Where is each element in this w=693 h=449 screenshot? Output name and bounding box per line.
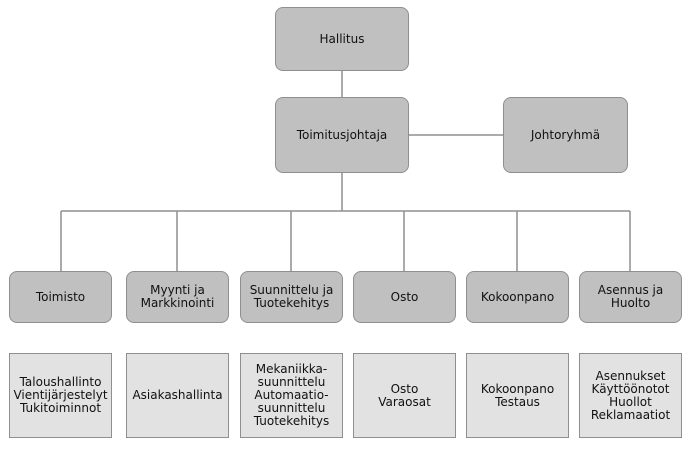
management-group-label: Johtoryhmä	[530, 127, 601, 142]
responsibilities-box-myynti: Asiakashallinta	[126, 353, 229, 438]
department-label: Asennus ja Huolto	[597, 283, 664, 310]
responsibilities-text: Taloushallinto Vientijärjestelyt Tukitoi…	[13, 375, 108, 415]
department-box-toimisto: Toimisto	[9, 271, 112, 323]
responsibilities-box-kokoonpano: Kokoonpano Testaus	[466, 353, 569, 438]
department-box-myynti: Myynti ja Markkinointi	[126, 271, 229, 323]
responsibilities-box-asennus: Asennukset Käyttöönotot Huollot Reklamaa…	[579, 353, 682, 438]
responsibilities-text: Kokoonpano Testaus	[480, 381, 555, 409]
department-label: Kokoonpano	[480, 289, 555, 304]
department-label: Osto	[390, 289, 419, 304]
ceo-box: Toimitusjohtaja	[275, 97, 409, 173]
department-box-asennus: Asennus ja Huolto	[579, 271, 682, 323]
responsibilities-text: Osto Varaosat	[378, 381, 431, 409]
department-box-kokoonpano: Kokoonpano	[466, 271, 569, 323]
department-box-suunnittelu: Suunnittelu ja Tuotekehitys	[240, 271, 343, 323]
responsibilities-box-toimisto: Taloushallinto Vientijärjestelyt Tukitoi…	[9, 353, 112, 438]
department-label: Toimisto	[35, 289, 86, 304]
management-group-box: Johtoryhmä	[503, 97, 628, 173]
ceo-label: Toimitusjohtaja	[296, 127, 388, 142]
responsibilities-text: Asennukset Käyttöönotot Huollot Reklamaa…	[590, 368, 671, 422]
board-box: Hallitus	[275, 7, 409, 71]
responsibilities-box-osto: Osto Varaosat	[353, 353, 456, 438]
responsibilities-text: Mekaniikka- suunnittelu Automaatio- suun…	[253, 362, 330, 428]
board-label: Hallitus	[319, 31, 365, 46]
department-label: Suunnittelu ja Tuotekehitys	[249, 283, 334, 310]
responsibilities-text: Asiakashallinta	[132, 388, 223, 402]
responsibilities-box-suunnittelu: Mekaniikka- suunnittelu Automaatio- suun…	[240, 353, 343, 438]
department-label: Myynti ja Markkinointi	[140, 283, 215, 310]
department-box-osto: Osto	[353, 271, 456, 323]
